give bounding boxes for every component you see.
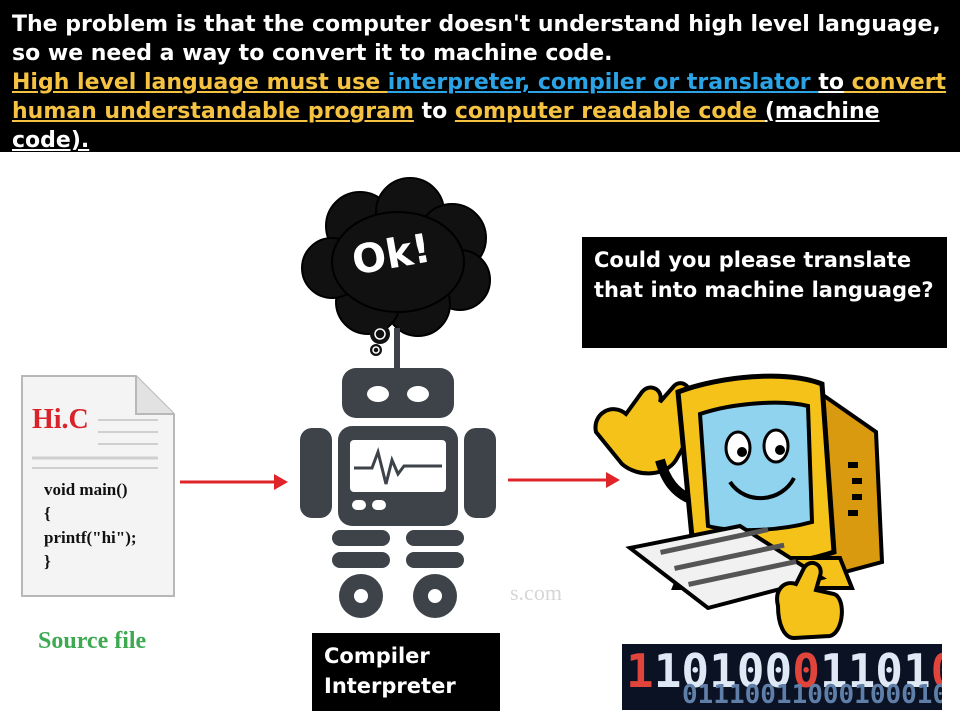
header-highlight-2: interpreter, compiler or translator bbox=[387, 70, 819, 95]
header-highlight-3: to bbox=[818, 70, 844, 95]
thought-cloud bbox=[301, 177, 491, 356]
header-highlight-1: High level language must use bbox=[12, 70, 388, 95]
compiler-interpreter-label: Compiler Interpreter bbox=[312, 633, 500, 711]
header-highlight-7: (machine code). bbox=[12, 99, 880, 153]
binary-digits: 0100 bbox=[681, 644, 793, 698]
binary-digit-red: 0 bbox=[792, 644, 820, 698]
watermark-text: s.com bbox=[510, 580, 562, 605]
label-line-1: Compiler bbox=[324, 644, 430, 668]
binary-digit-red: 0 bbox=[931, 644, 942, 698]
binary-digit-red: 1 bbox=[626, 644, 654, 698]
binary-digit: 1 bbox=[653, 644, 682, 698]
slide-header: The problem is that the computer doesn't… bbox=[0, 0, 960, 155]
arrow-to-computer bbox=[508, 472, 620, 488]
source-file-document bbox=[21, 375, 175, 597]
speech-line-1: Could you please translate bbox=[594, 248, 912, 272]
binary-code-image: 1101000110101010 011100110001000101 bbox=[622, 644, 942, 710]
header-highlight-6: computer readable code bbox=[454, 99, 765, 124]
speech-box: Could you please translate that into mac… bbox=[582, 237, 947, 348]
binary-digits: 1101 bbox=[819, 644, 931, 698]
header-text-5: to bbox=[413, 99, 455, 124]
header-highlight-4: convert human understandable program bbox=[12, 70, 947, 124]
source-file-label: Source file bbox=[38, 628, 147, 654]
source-code: void main() { printf("hi"); } bbox=[44, 480, 137, 571]
label-line-2: Interpreter bbox=[324, 674, 456, 698]
arrow-to-robot bbox=[180, 474, 288, 490]
binary-row-1: 1101000110101010 bbox=[626, 644, 942, 698]
header-line-2: High level language must use interpreter… bbox=[12, 68, 948, 155]
computer-character-icon bbox=[593, 373, 885, 641]
header-line-1: The problem is that the computer doesn't… bbox=[12, 12, 941, 66]
robot-icon bbox=[300, 328, 496, 618]
speech-line-2: that into machine language? bbox=[594, 278, 934, 302]
source-file-name: Hi.C bbox=[32, 404, 89, 435]
binary-row-2: 011100110001000101 bbox=[682, 680, 942, 710]
